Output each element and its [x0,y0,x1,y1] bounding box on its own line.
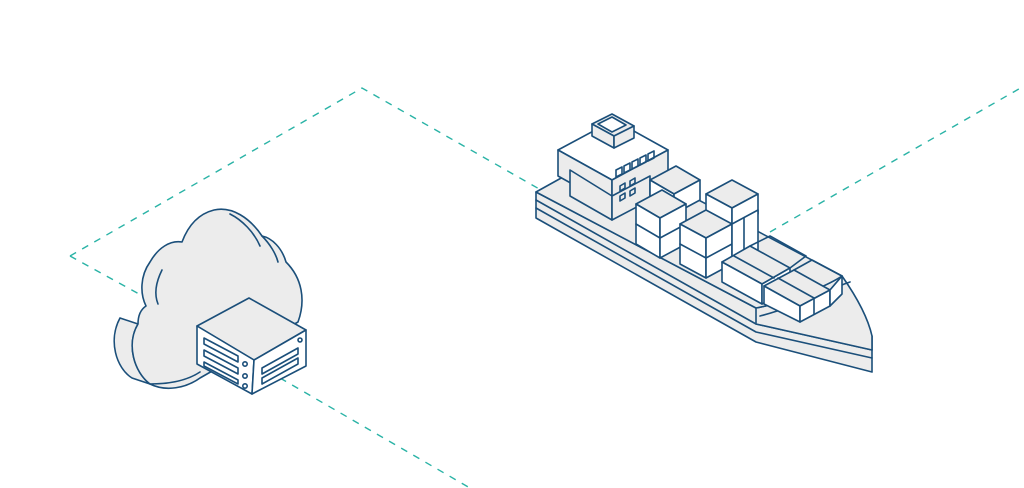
server-icon [196,297,307,395]
connection-path [69,85,1024,488]
container-ship-icon [535,113,873,373]
cargo-containers [635,165,843,323]
